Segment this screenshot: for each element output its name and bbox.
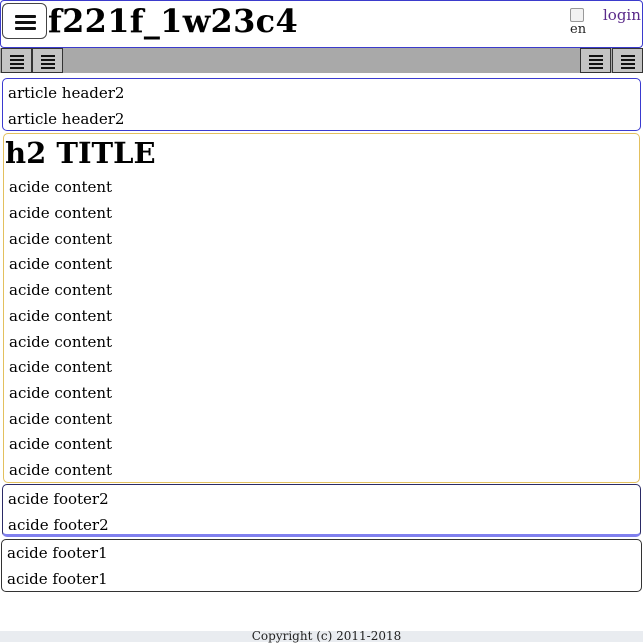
article-header-row: article header2: [8, 110, 125, 128]
site-title: f221f_1w23c4: [48, 2, 299, 40]
content-row: acide content: [9, 307, 113, 325]
align-justify-icon: [41, 55, 55, 57]
login-link[interactable]: login: [603, 6, 641, 24]
toolbar-left-button-2[interactable]: [32, 48, 63, 73]
align-justify-icon: [589, 63, 603, 65]
page-title: h2 TITLE: [5, 136, 156, 170]
align-justify-icon: [589, 59, 603, 61]
menu-button[interactable]: [2, 3, 47, 39]
content-row: acide content: [9, 281, 113, 299]
content-row: acide content: [9, 410, 113, 428]
align-justify-icon: [589, 67, 603, 69]
content-row: acide content: [9, 178, 113, 196]
content-row: acide content: [9, 358, 113, 376]
align-justify-icon: [621, 63, 635, 65]
align-justify-icon: [621, 55, 635, 57]
language-alt-text: en: [570, 22, 587, 37]
align-justify-icon: [589, 55, 603, 57]
language-selector[interactable]: en: [566, 7, 592, 39]
align-justify-icon: [10, 63, 24, 65]
content-row: acide content: [9, 204, 113, 222]
content-row: acide content: [9, 435, 113, 453]
align-justify-icon: [10, 55, 24, 57]
hamburger-menu-icon: [15, 21, 36, 24]
toolbar-right-button-1[interactable]: [580, 48, 611, 73]
content-footer: acide footer2 acide footer2: [2, 484, 641, 537]
article-header-row: article header2: [8, 84, 125, 102]
footer2-row: acide footer2: [8, 490, 109, 508]
align-justify-icon: [10, 67, 24, 69]
hamburger-menu-icon: [15, 27, 36, 30]
broken-image-icon: [570, 8, 584, 22]
page-footer: acide footer1 acide footer1: [1, 539, 642, 592]
article-header: article header2 article header2: [2, 78, 641, 131]
copyright-text: Copyright (c) 2011-2018: [251, 629, 402, 643]
footer1-row: acide footer1: [7, 570, 108, 588]
align-justify-icon: [621, 67, 635, 69]
content-row: acide content: [9, 230, 113, 248]
site-header: f221f_1w23c4 en login: [0, 0, 643, 48]
align-justify-icon: [621, 59, 635, 61]
align-justify-icon: [41, 63, 55, 65]
content-row: acide content: [9, 255, 113, 273]
main-content: h2 TITLE acide content acide content aci…: [3, 133, 640, 483]
toolbar-right-button-2[interactable]: [612, 48, 643, 73]
content-row: acide content: [9, 461, 113, 479]
content-row: acide content: [9, 333, 113, 351]
align-justify-icon: [10, 59, 24, 61]
align-justify-icon: [41, 59, 55, 61]
toolbar-left-button-1[interactable]: [1, 48, 32, 73]
hamburger-menu-icon: [15, 15, 36, 18]
toolbar: [0, 48, 643, 73]
content-row: acide content: [9, 384, 113, 402]
footer1-row: acide footer1: [7, 544, 108, 562]
align-justify-icon: [41, 67, 55, 69]
footer2-row: acide footer2: [8, 516, 109, 534]
copyright-bar: [0, 631, 643, 642]
